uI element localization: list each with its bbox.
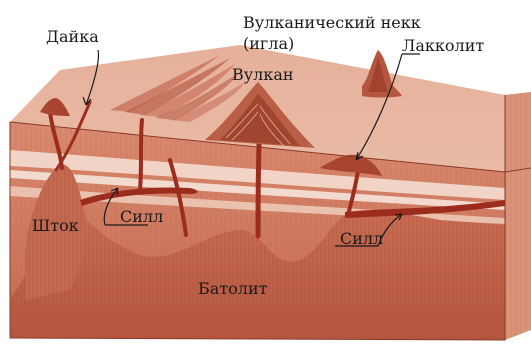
label-sill-left: Силл: [120, 208, 163, 226]
label-dike: Дайка: [46, 28, 99, 46]
label-stock: Шток: [32, 217, 79, 235]
block-right-face: [505, 92, 531, 340]
label-laccolith: Лакколит: [402, 37, 484, 55]
label-sill-right: Силл: [340, 230, 383, 248]
label-volcano: Вулкан: [232, 66, 294, 84]
label-volcanic-neck: Вулканический некк: [243, 14, 421, 32]
label-batholith: Батолит: [198, 280, 267, 298]
label-needle: (игла): [243, 35, 294, 53]
